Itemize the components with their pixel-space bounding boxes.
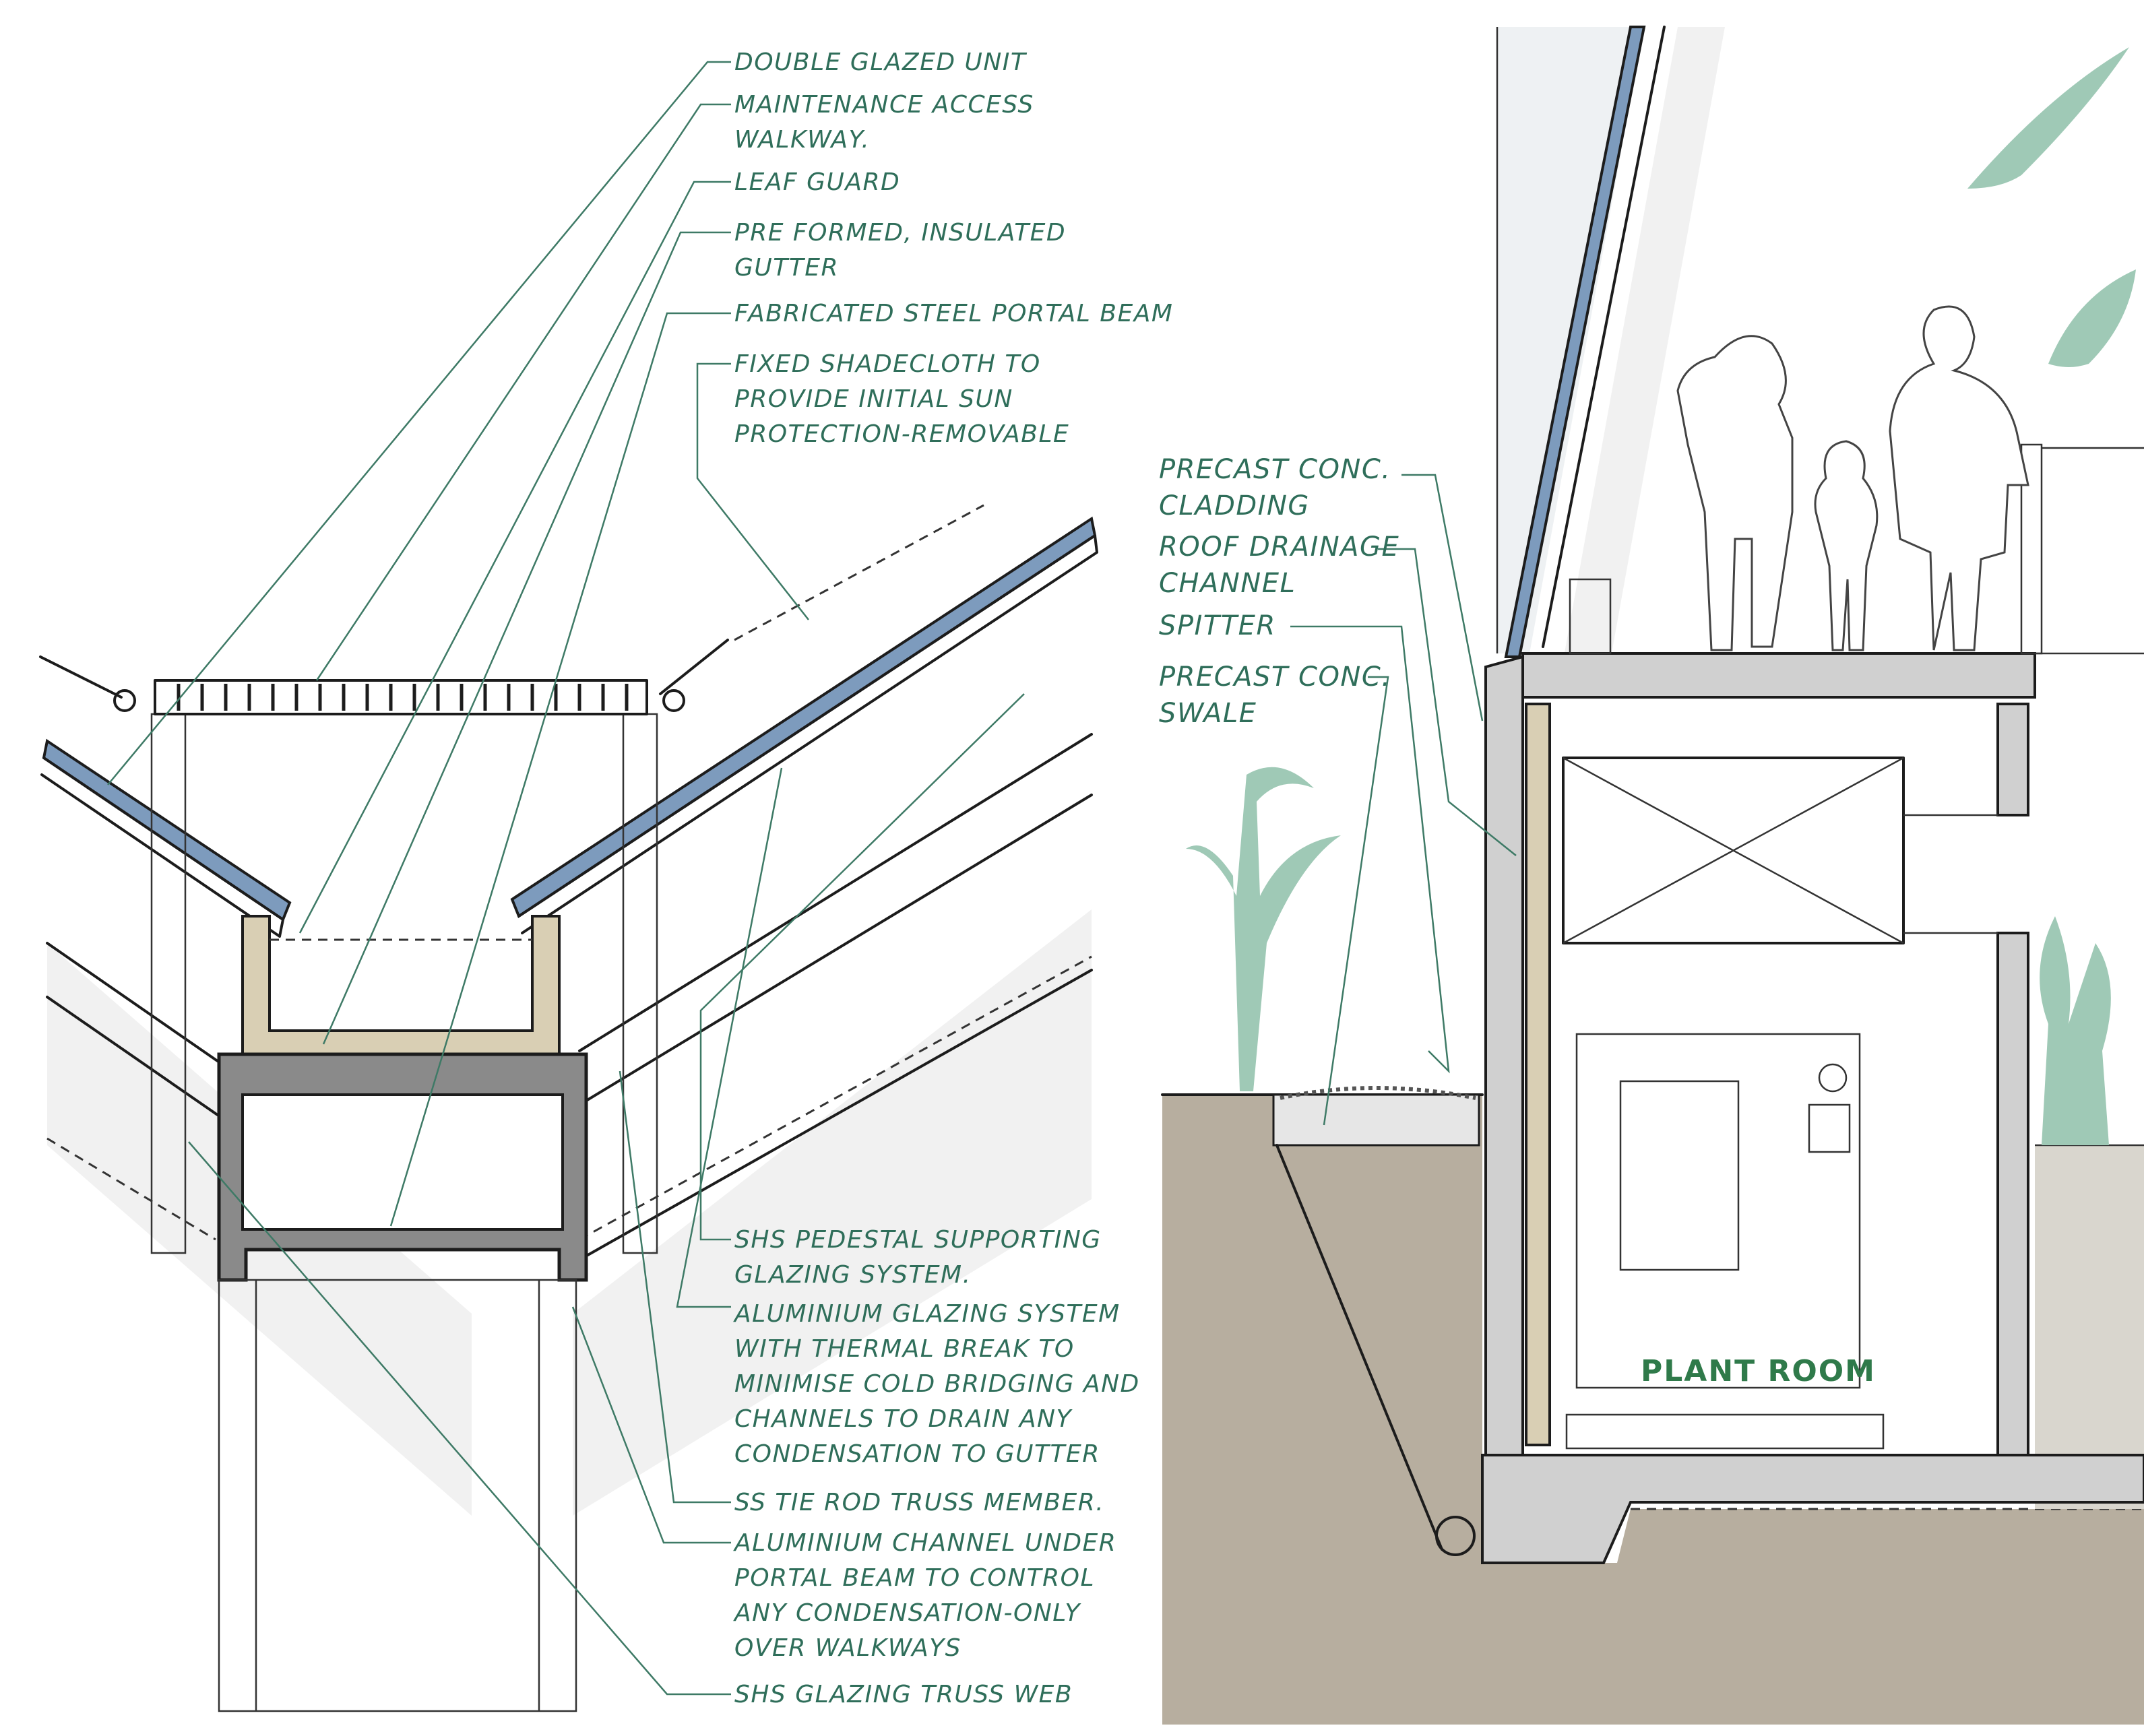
precast-swale xyxy=(1272,1093,1480,1147)
callout-aluminium-glazing: ALUMINIUM GLAZING SYSTEM WITH THERMAL BR… xyxy=(733,1300,1149,1468)
callout-roof-drainage-channel: ROOF DRAINAGE CHANNEL xyxy=(1159,532,1410,599)
right-dash-line xyxy=(579,955,1092,1241)
facade-frame-line xyxy=(1542,26,1666,648)
adult-figure-left xyxy=(1676,335,1794,651)
left-detail-drawing xyxy=(39,61,1098,1712)
swale-gravel xyxy=(1280,1086,1476,1100)
tree-leaf-top xyxy=(1967,47,2129,189)
wall-insulation xyxy=(1525,703,1551,1446)
callout-portal-beam: FABRICATED STEEL PORTAL BEAM xyxy=(734,300,1173,327)
callout-tie-rod: SS TIE ROD TRUSS MEMBER. xyxy=(734,1489,1104,1516)
duct-cross-2 xyxy=(1563,757,1904,944)
right-truss-bottom xyxy=(578,969,1093,1261)
plant-room-label: PLANT ROOM xyxy=(1641,1354,1876,1388)
roof-slab xyxy=(1521,652,2036,699)
planting xyxy=(1186,47,2136,1145)
callout-double-glazed-unit: DOUBLE GLAZED UNIT xyxy=(734,49,1028,76)
right-section-drawing xyxy=(1161,26,2144,1725)
left-glazing-frame xyxy=(40,757,284,938)
right-pedestal xyxy=(622,713,658,1254)
facade-panel xyxy=(1563,27,1725,660)
insulated-gutter xyxy=(241,915,561,1059)
right-leader-lines xyxy=(1290,474,1517,1126)
portal-beam-void xyxy=(241,1093,564,1231)
upstand xyxy=(1569,578,1612,655)
wall-lower-right xyxy=(1996,932,2029,1456)
left-glazing-unit xyxy=(42,738,292,922)
plant-unit xyxy=(1575,1033,1861,1389)
right-truss-mid xyxy=(578,794,1093,1106)
callout-precast-swale: PRECAST CONC. SWALE xyxy=(1159,662,1401,729)
right-tie-eye xyxy=(662,689,685,712)
floor-slab xyxy=(1481,1454,2144,1564)
wall-upper-right xyxy=(1996,703,2029,816)
callout-shadecloth: FIXED SHADECLOTH TO PROVIDE INITIAL SUN … xyxy=(734,350,1069,448)
tree-leaf-mid xyxy=(2048,269,2136,367)
left-callouts-bottom: SHS PEDESTAL SUPPORTING GLAZING SYSTEM. … xyxy=(733,1226,1149,1708)
plant-unit-switch xyxy=(1808,1103,1851,1153)
excavation-line xyxy=(1275,1144,1443,1551)
callout-leaf-guard: LEAF GUARD xyxy=(734,168,900,196)
walkway-slats xyxy=(177,684,629,711)
column-below xyxy=(218,1279,577,1712)
left-tie-eye xyxy=(113,689,136,712)
callout-aluminium-channel: ALUMINIUM CHANNEL UNDER PORTAL BEAM TO C… xyxy=(733,1529,1125,1662)
agi-drain xyxy=(1435,1516,1476,1556)
ground-earth xyxy=(1162,1095,2144,1725)
adult-figure-right xyxy=(1889,305,2029,651)
banana-plant xyxy=(2040,916,2111,1145)
walkway-grating xyxy=(154,679,648,715)
duct-box xyxy=(1562,757,1905,944)
precast-cladding xyxy=(1484,655,1524,1456)
plant-unit-panel xyxy=(1619,1080,1740,1271)
right-glazing-unit xyxy=(510,516,1097,919)
plant-unit-dial xyxy=(1818,1063,1848,1093)
callout-shs-pedestal: SHS PEDESTAL SUPPORTING GLAZING SYSTEM. xyxy=(734,1226,1110,1289)
right-glazing-frame xyxy=(517,534,1098,934)
right-callouts: PRECAST CONC. CLADDING ROOF DRAINAGE CHA… xyxy=(1159,454,1876,1388)
landscape-wall xyxy=(2035,1145,2144,1509)
left-callouts-top: DOUBLE GLAZED UNIT MAINTENANCE ACCESS WA… xyxy=(734,49,1173,448)
left-leader-lines xyxy=(107,61,1025,1696)
child-figure xyxy=(1814,440,1879,651)
left-truss-bottom xyxy=(46,996,224,1120)
callout-precast-cladding: PRECAST CONC. CLADDING xyxy=(1159,454,1401,521)
plinth xyxy=(1565,1413,1885,1450)
callout-truss-web: SHS GLAZING TRUSS WEB xyxy=(734,1681,1073,1708)
callout-maintenance-walkway: MAINTENANCE ACCESS WALKWAY. xyxy=(734,91,1043,154)
right-plane-fill xyxy=(573,909,1092,1516)
balustrade-post xyxy=(2020,443,2043,655)
callout-spitter: SPITTER xyxy=(1159,610,1276,641)
grass-plant xyxy=(1186,767,1341,1091)
left-dash-line xyxy=(46,1137,216,1241)
callout-insulated-gutter: PRE FORMED, INSULATED GUTTER xyxy=(734,219,1075,282)
right-truss-top xyxy=(578,733,1093,1052)
people-silhouettes xyxy=(1676,305,2029,651)
tie-rods xyxy=(39,639,729,699)
